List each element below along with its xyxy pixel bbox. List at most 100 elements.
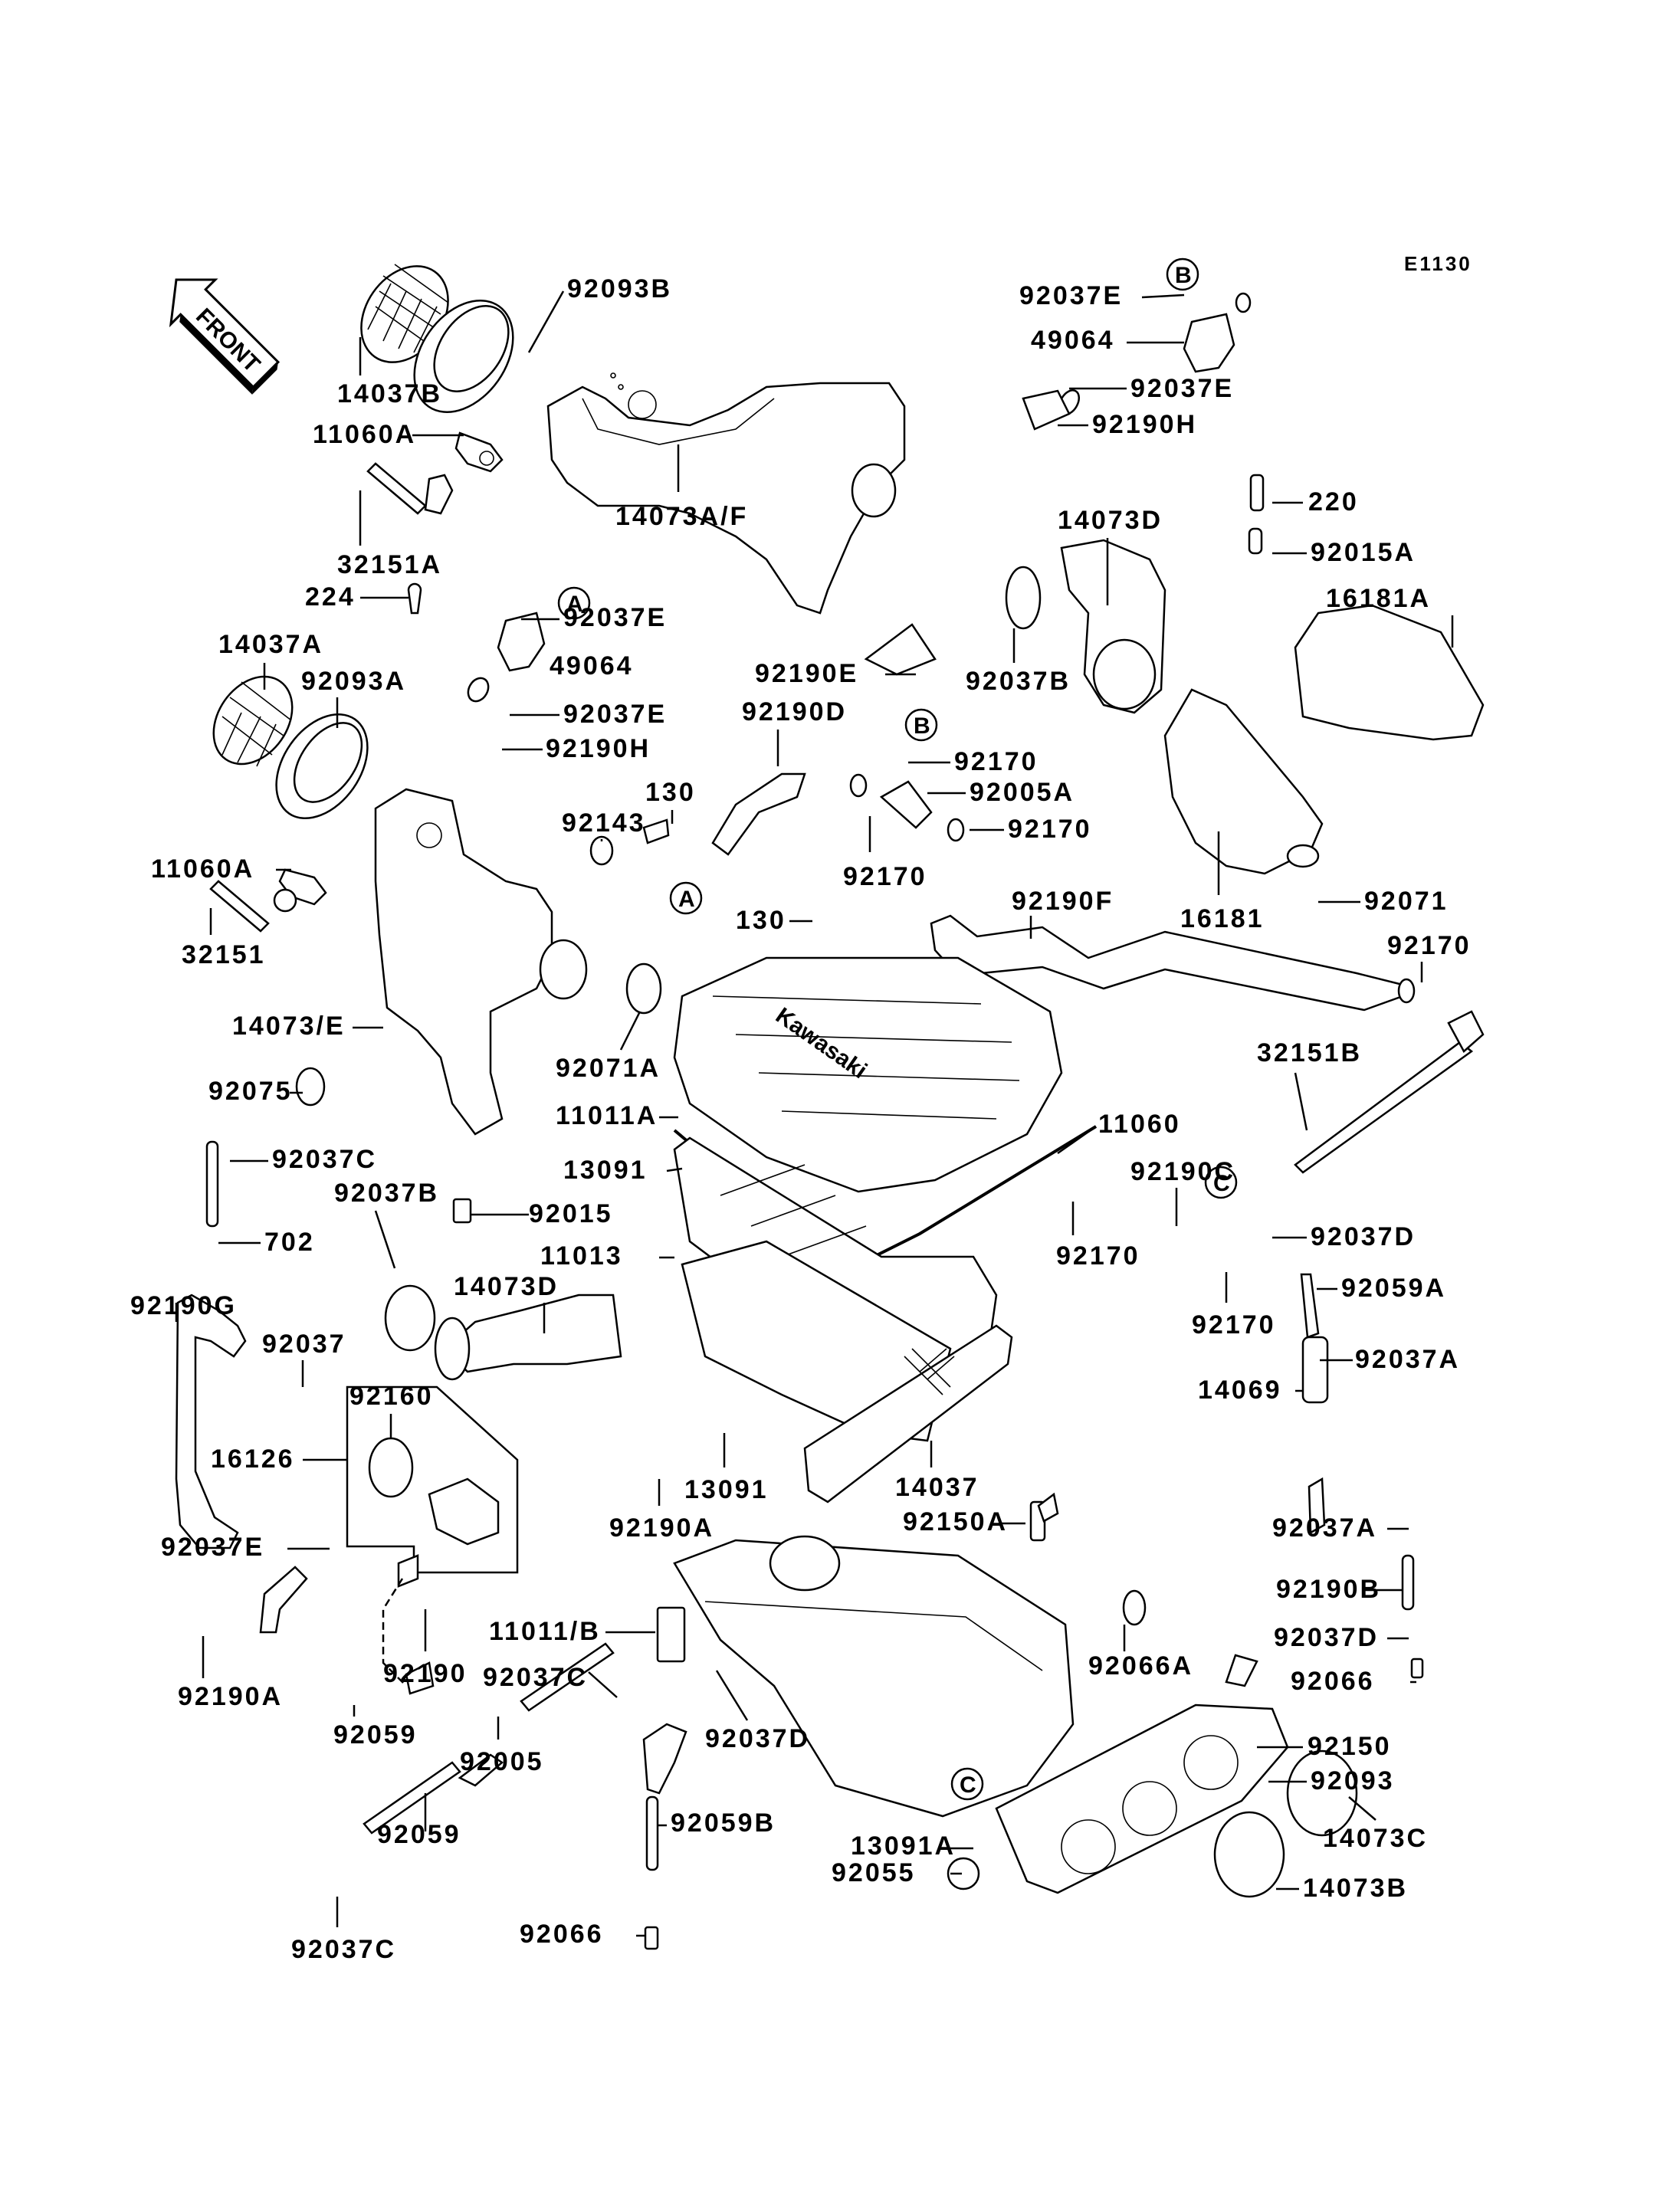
part-number-label: 92190B <box>1276 1575 1381 1604</box>
part-number-label: 92037E <box>563 700 667 729</box>
part-number-label: 16181A <box>1326 584 1431 613</box>
part-number-label: 92059A <box>1341 1274 1446 1303</box>
ref-marker-a-top: A <box>557 586 591 620</box>
part-number-label: 13091A <box>851 1831 956 1861</box>
part-number-label: 92190A <box>178 1682 283 1711</box>
front-arrow-icon: FRONT <box>169 278 281 395</box>
part-number-label: 92170 <box>843 862 927 891</box>
cover-16181a <box>1294 604 1485 741</box>
part-number-label: 92066 <box>1291 1667 1375 1696</box>
part-number-label: 92037B <box>966 667 1071 696</box>
svg-text:B: B <box>914 713 930 739</box>
part-number-label: 92037E <box>563 603 667 632</box>
part-number-label: 11060A <box>151 854 254 884</box>
part-number-label: 32151B <box>1257 1038 1362 1067</box>
part-number-label: 14069 <box>1198 1376 1282 1405</box>
svg-text:B: B <box>1175 263 1192 288</box>
air-cleaner-upper-case <box>673 956 1063 1193</box>
leader-line <box>715 1670 749 1721</box>
diagram-code: E1130 <box>1404 252 1472 275</box>
part-number-label: 92170 <box>1192 1310 1276 1340</box>
part-number-label: 32151 <box>182 940 266 969</box>
part-number-label: 92093A <box>301 667 406 696</box>
part-number-label: 92150 <box>1308 1732 1392 1761</box>
ref-marker-c-bottom: C <box>950 1767 984 1801</box>
part-number-label: 92093B <box>567 274 672 303</box>
throttle-seal-plate <box>995 1703 1289 1894</box>
part-number-label: 92037E <box>1019 281 1123 310</box>
part-number-label: 92190F <box>1012 887 1114 916</box>
part-number-label: 11060A <box>313 420 416 449</box>
part-number-label: 14073D <box>1058 506 1163 535</box>
part-number-label: 92066A <box>1088 1651 1193 1681</box>
part-number-label: 16181 <box>1180 904 1265 933</box>
part-number-label: 92037D <box>1274 1623 1379 1652</box>
part-number-label: 130 <box>645 778 696 807</box>
part-number-label: 14037A <box>218 630 323 659</box>
leader-line <box>374 1210 396 1269</box>
part-number-label: 92075 <box>208 1077 293 1106</box>
part-number-label: 92037E <box>1130 374 1234 403</box>
part-number-label: 92071A <box>556 1054 661 1083</box>
leader-line <box>1294 1072 1308 1131</box>
part-number-label: 92190D <box>742 697 847 726</box>
part-number-label: 92005 <box>460 1747 544 1776</box>
svg-text:C: C <box>1213 1171 1230 1196</box>
part-number-label: 92170 <box>954 747 1039 776</box>
leader-line <box>1057 1125 1097 1155</box>
intake-duct-left <box>374 788 553 1136</box>
leader-line <box>666 1167 683 1172</box>
part-number-label: 13091 <box>684 1475 769 1504</box>
part-callouts: 92093B14037B11060A14073A/F32151A22492037… <box>130 274 1472 1964</box>
part-number-label: 16126 <box>211 1444 295 1474</box>
part-number-label: 14073/E <box>232 1012 346 1041</box>
leader-line <box>527 290 565 353</box>
part-number-label: 92190E <box>755 659 858 688</box>
part-number-label: 92059B <box>671 1808 776 1838</box>
part-number-label: 11013 <box>540 1241 623 1271</box>
part-number-label: 220 <box>1308 487 1359 516</box>
part-number-label: 92037C <box>291 1935 396 1964</box>
svg-text:A: A <box>566 592 583 617</box>
kit-16126-box <box>346 1385 519 1574</box>
ref-marker-a-mid: A <box>669 881 703 915</box>
part-number-label: 92190H <box>1092 410 1197 439</box>
part-number-label: 92170 <box>1387 931 1472 960</box>
ref-marker-b-mid: B <box>904 708 938 742</box>
part-number-label: 49064 <box>550 651 634 680</box>
part-number-label: 92055 <box>832 1858 916 1887</box>
svg-text:A: A <box>678 887 695 912</box>
part-number-label: 14073A/F <box>615 502 748 531</box>
svg-text:C: C <box>960 1772 976 1798</box>
part-number-label: 92160 <box>349 1382 434 1411</box>
part-number-label: 92190G <box>130 1291 237 1320</box>
intake-duct-upper <box>546 382 906 615</box>
leader-line <box>1348 1796 1376 1821</box>
part-number-label: 130 <box>736 906 786 935</box>
part-number-label: 32151A <box>337 550 442 579</box>
part-number-label: 92190 <box>383 1659 468 1688</box>
ref-marker-c-right: C <box>1204 1166 1238 1199</box>
part-number-label: 92037 <box>262 1330 346 1359</box>
part-number-label: 92037D <box>705 1724 810 1753</box>
part-number-label: 92037B <box>334 1179 439 1208</box>
part-number-label: 92190A <box>609 1513 714 1543</box>
part-number-label: 92037C <box>272 1145 377 1174</box>
reference-markers: B A B A C C <box>557 257 1238 1801</box>
part-number-label: 92005A <box>970 778 1075 807</box>
part-number-label: 92059 <box>333 1720 418 1749</box>
part-number-label: 92150A <box>903 1507 1008 1536</box>
part-number-label: 13091 <box>563 1156 648 1185</box>
air-cleaner-lower-case <box>673 1539 1075 1818</box>
part-number-label: 92190H <box>546 734 651 763</box>
leader-line <box>1141 293 1185 299</box>
part-number-label: 92037E <box>161 1533 264 1562</box>
part-number-label: 92071 <box>1364 887 1449 916</box>
part-number-label: 49064 <box>1031 326 1115 355</box>
part-number-label: 92037C <box>483 1663 588 1692</box>
part-number-label: 14073C <box>1323 1824 1428 1853</box>
part-number-label: 14073B <box>1303 1874 1408 1903</box>
part-number-label: 702 <box>264 1228 315 1257</box>
part-number-label: 92066 <box>520 1920 604 1949</box>
